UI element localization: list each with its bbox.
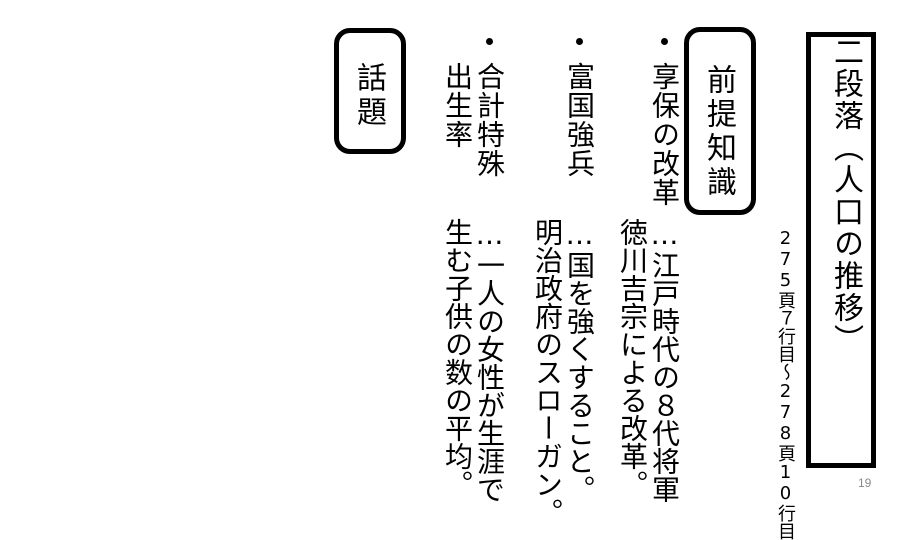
item-desc-kyoho-line2: 徳川吉宗による改革。: [616, 218, 649, 498]
item-term-kyoho: 享保の改革: [648, 62, 681, 207]
bullet-icon: [486, 38, 493, 45]
bullet-icon: [576, 38, 583, 45]
item-desc-fukoku-line2: 明治政府のスローガン。: [531, 218, 564, 526]
premise-label: 前提知識: [701, 64, 736, 200]
item-desc-fukoku-line1: …国を強くすること。: [563, 218, 596, 503]
item-desc-tfr-line2: 生む子供の数の平均。: [441, 218, 474, 498]
item-term-tfr-line2: 出生率: [441, 62, 474, 149]
item-desc-tfr-line1: …一人の女性が生涯で: [473, 218, 506, 503]
page-reference: 275頁７行目〜278頁10行目: [775, 228, 796, 540]
premise-label-box: [684, 27, 756, 215]
slide-title: 二段落（人口の推移）: [828, 36, 863, 356]
topic-label: 話題: [351, 62, 386, 130]
item-desc-kyoho-line1: …江戸時代の８代将軍: [648, 218, 681, 503]
title-box: [806, 32, 876, 468]
topic-label-box: [334, 28, 406, 154]
slide: 二段落（人口の推移） 275頁７行目〜278頁10行目 前提知識 享保の改革 ……: [334, 27, 876, 540]
bullet-icon: [661, 38, 668, 45]
item-term-fukoku: 富国強兵: [563, 62, 596, 178]
page-number: 19: [858, 476, 872, 490]
item-term-tfr-line1: 合計特殊: [473, 62, 506, 178]
